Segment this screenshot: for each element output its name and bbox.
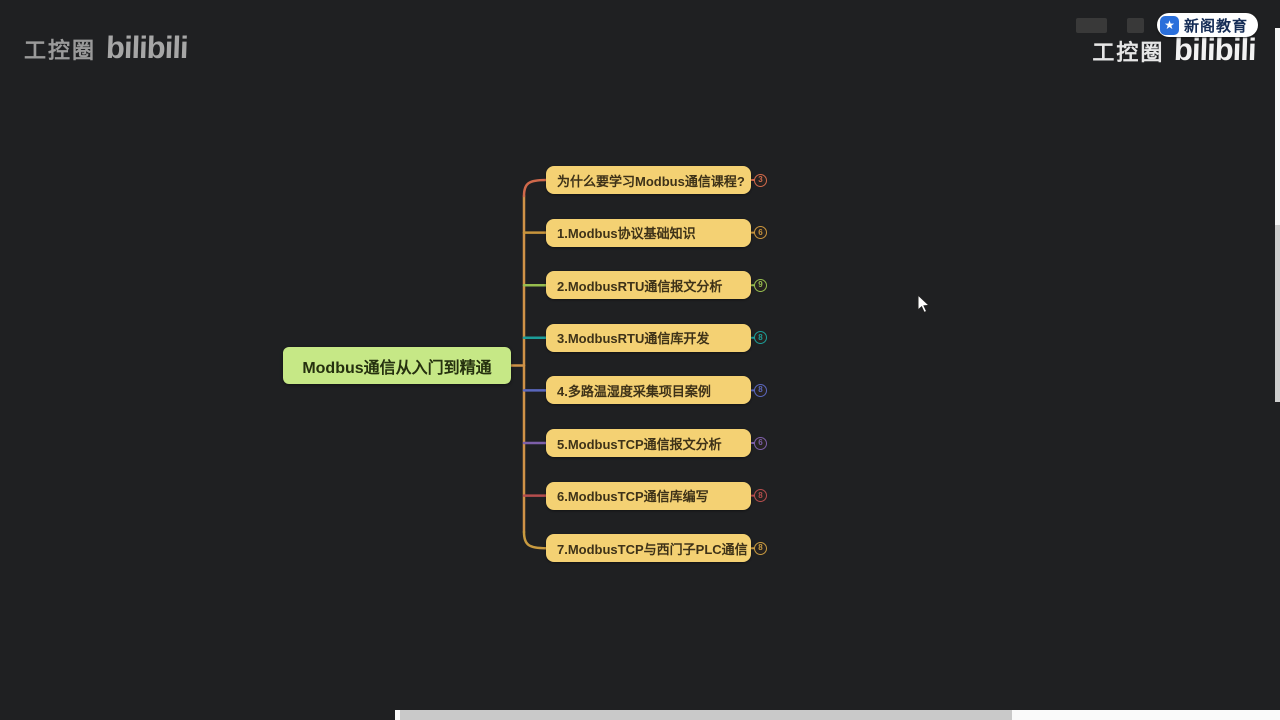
collapse-count-badge[interactable]: 6: [754, 436, 767, 450]
mindmap-root-node[interactable]: Modbus通信从入门到精通: [283, 347, 511, 384]
mindmap-node-label: 2.ModbusRTU通信报文分析: [557, 278, 723, 294]
collapse-count-badge[interactable]: 8: [754, 489, 767, 503]
mindmap-node-label: 6.ModbusTCP通信库编写: [557, 489, 709, 505]
mindmap-node[interactable]: 5.ModbusTCP通信报文分析: [546, 429, 751, 457]
mindmap-node-label: 1.Modbus协议基础知识: [557, 226, 696, 242]
collapse-count-badge[interactable]: 6: [754, 226, 767, 240]
mindmap-node-label: 3.ModbusRTU通信库开发: [557, 331, 710, 347]
mindmap-root-label: Modbus通信从入门到精通: [302, 359, 492, 377]
right-edge-scrollbar-thumb[interactable]: [1275, 225, 1280, 402]
mindmap-node-label: 4.多路温湿度采集项目案例: [557, 383, 711, 399]
edu-brand-label: 新阁教育: [1183, 17, 1248, 35]
collapse-count-badge[interactable]: 3: [754, 173, 767, 187]
mindmap-node[interactable]: 2.ModbusRTU通信报文分析: [546, 271, 751, 300]
watermark-top-right: 工控圈 bilibili: [1092, 32, 1256, 68]
star-icon: ★: [1159, 15, 1179, 35]
mouse-cursor: [917, 294, 931, 314]
mindmap-node-label: 为什么要学习Modbus通信课程?: [557, 173, 745, 189]
mindmap-node-label: 5.ModbusTCP通信报文分析: [557, 436, 722, 452]
window-control-ghost: [1127, 18, 1144, 33]
horizontal-scrollbar[interactable]: [395, 710, 1280, 720]
window-control-ghost: [1076, 18, 1107, 33]
mindmap-node[interactable]: 3.ModbusRTU通信库开发: [546, 323, 751, 352]
edu-brand-badge: ★ 新阁教育: [1156, 13, 1258, 37]
mindmap-node[interactable]: 7.ModbusTCP与西门子PLC通信: [546, 534, 751, 563]
mindmap-node[interactable]: 为什么要学习Modbus通信课程?: [546, 166, 751, 194]
horizontal-scrollbar-thumb[interactable]: [400, 710, 1012, 720]
collapse-count-badge[interactable]: 8: [754, 383, 767, 397]
mindmap-node[interactable]: 1.Modbus协议基础知识: [546, 218, 751, 247]
mindmap-node[interactable]: 6.ModbusTCP通信库编写: [546, 481, 751, 510]
right-edge-scrollbar-track: [1275, 28, 1280, 225]
mindmap-node[interactable]: 4.多路温湿度采集项目案例: [546, 376, 751, 405]
collapse-count-badge[interactable]: 8: [754, 541, 767, 555]
brand-text: 工控圈: [24, 38, 97, 63]
collapse-count-badge[interactable]: 8: [754, 331, 767, 345]
mindmap-node-label: 7.ModbusTCP与西门子PLC通信: [557, 541, 748, 557]
collapse-count-badge[interactable]: 9: [754, 278, 767, 292]
brand-text: 工控圈: [1092, 40, 1165, 65]
watermark-top-left: 工控圈 bilibili: [24, 30, 188, 66]
